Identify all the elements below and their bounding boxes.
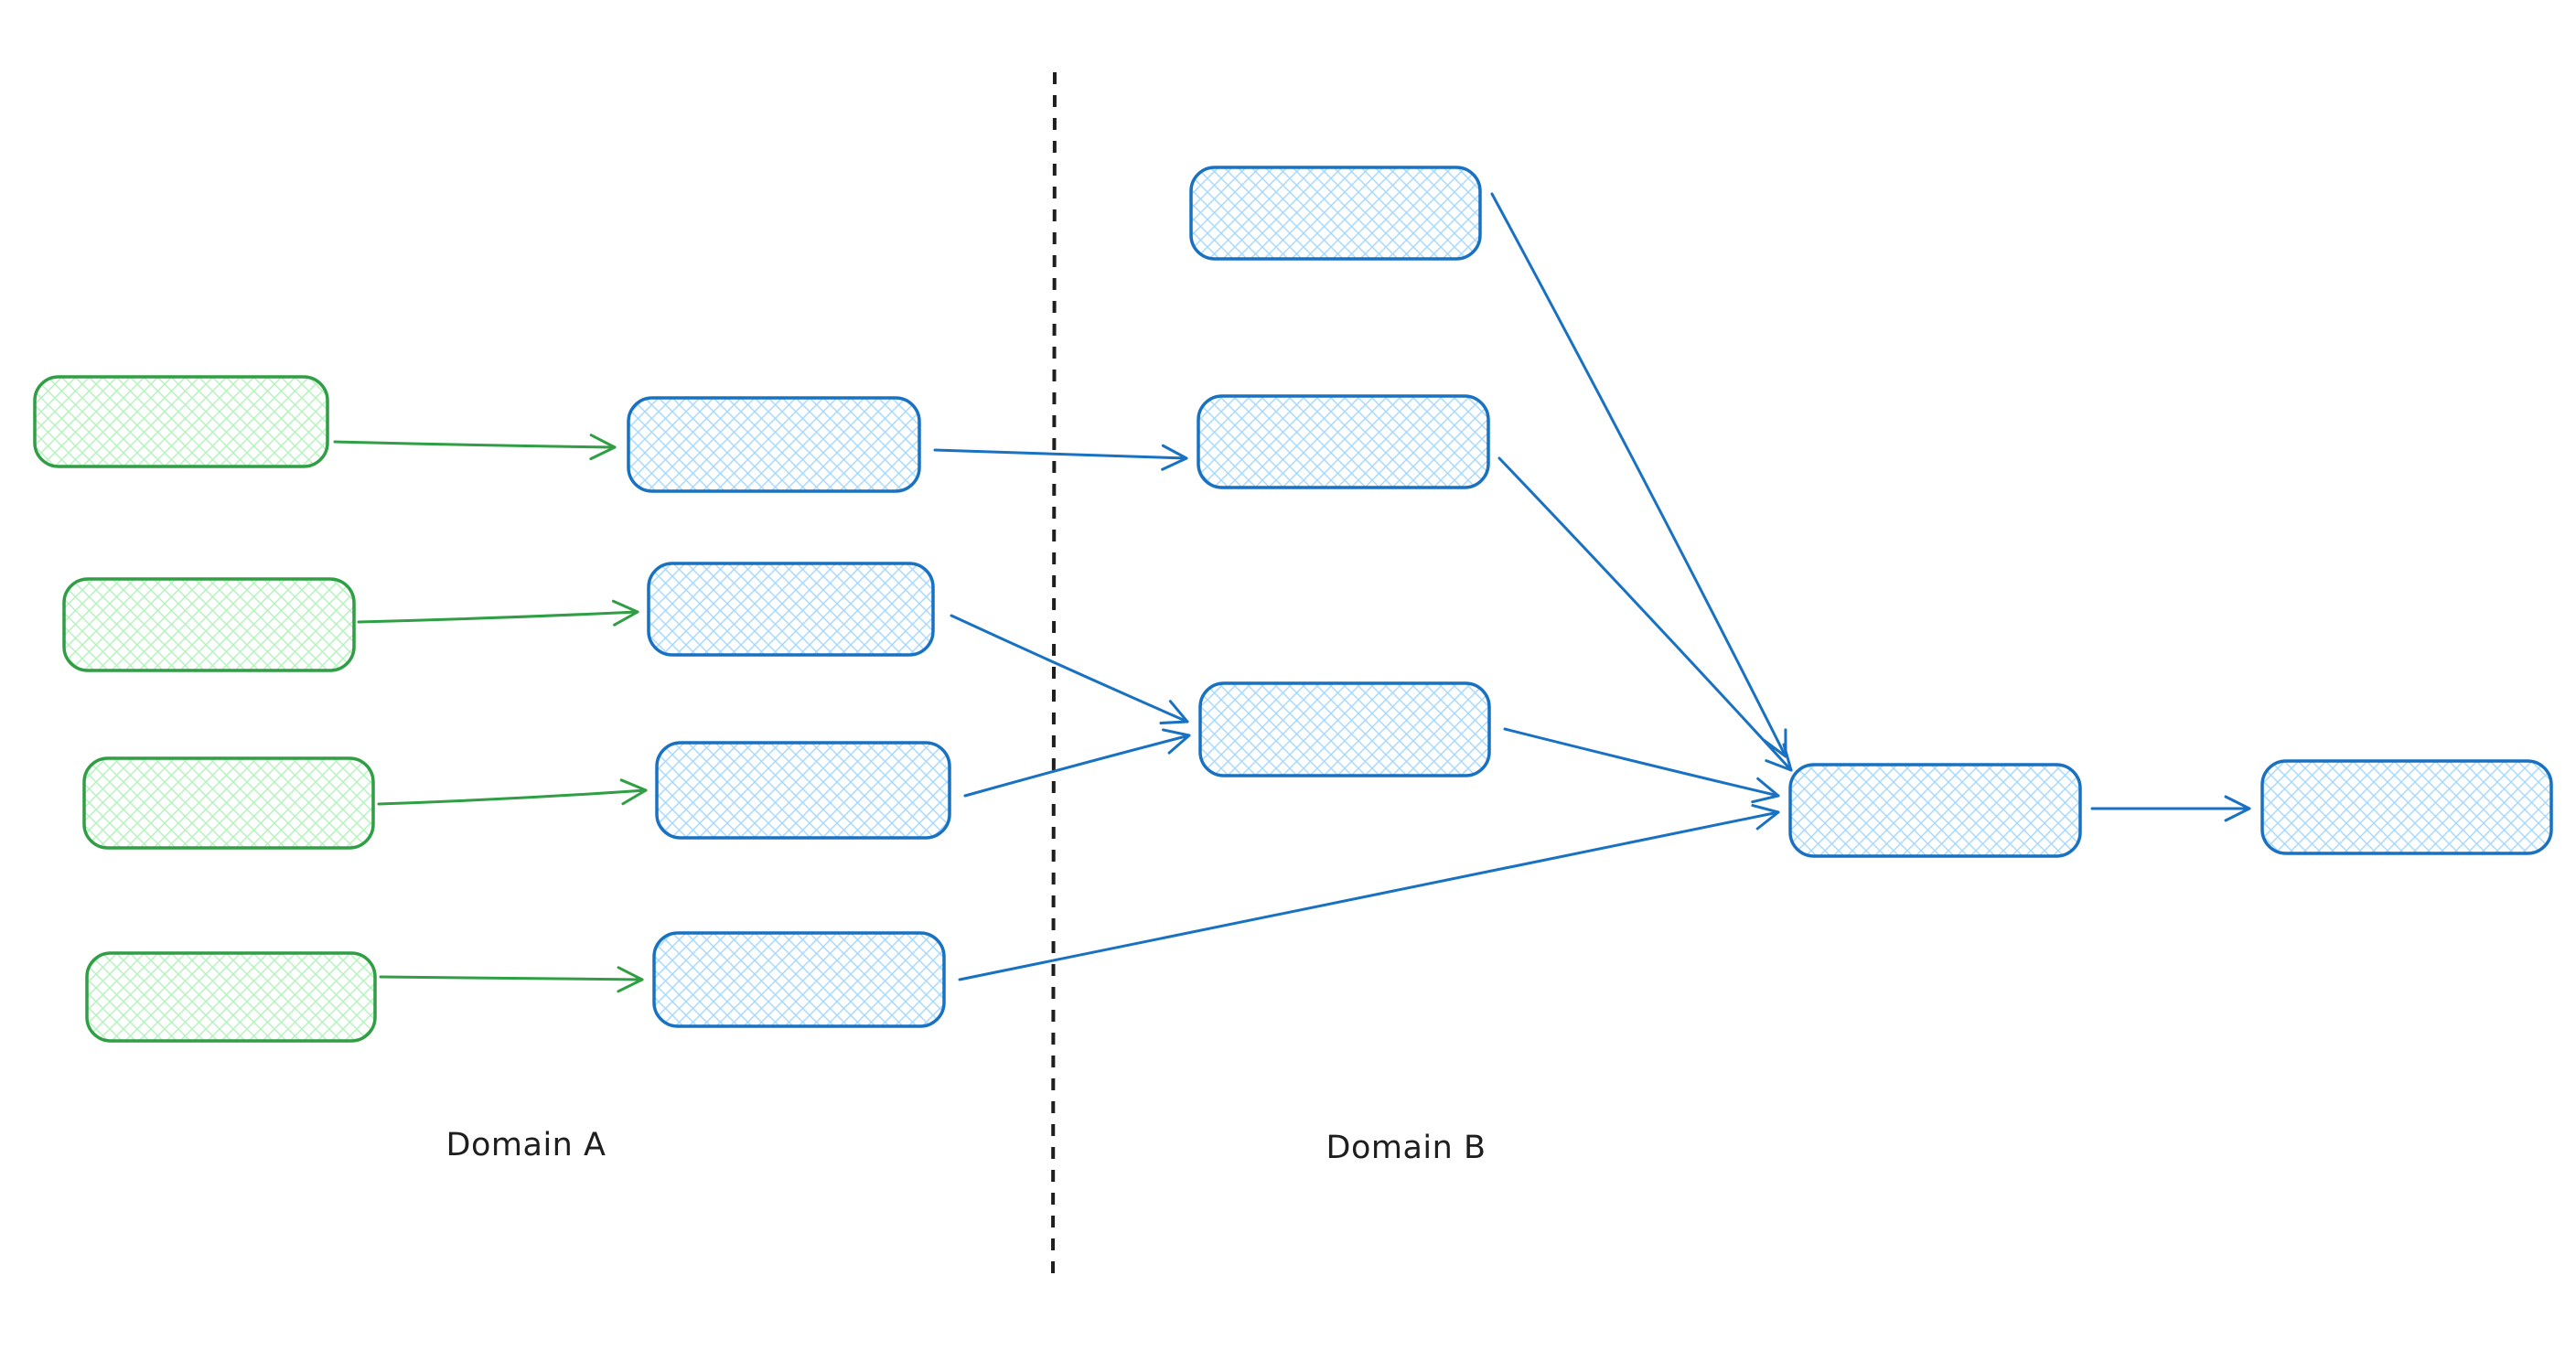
node-blue-a1[interactable]	[627, 396, 921, 493]
arrow-green4-to-a4[interactable]	[379, 966, 644, 993]
arrow-a2-to-b3[interactable]	[950, 614, 1189, 724]
node-blue-a2[interactable]	[647, 562, 935, 657]
node-green-1[interactable]	[33, 375, 329, 468]
node-blue-merge[interactable]	[1788, 763, 2082, 858]
node-blue-b1[interactable]	[1189, 166, 1482, 261]
arrow-b2-to-merge[interactable]	[1497, 456, 1793, 772]
node-green-2[interactable]	[62, 577, 356, 672]
arrow-green1-to-a1[interactable]	[333, 434, 617, 461]
node-blue-a3[interactable]	[655, 741, 951, 840]
arrow-green3-to-a3[interactable]	[377, 778, 648, 806]
node-blue-b3[interactable]	[1198, 681, 1491, 777]
domain-divider-dashed-line[interactable]	[1051, 71, 1057, 1281]
node-blue-b2[interactable]	[1197, 394, 1490, 489]
node-green-3[interactable]	[82, 756, 375, 850]
arrow-b1-to-merge[interactable]	[1490, 192, 1787, 758]
arrow-a1-to-b2[interactable]	[933, 444, 1188, 471]
arrow-green2-to-a2[interactable]	[357, 599, 639, 627]
label-domain-b[interactable]: Domain B	[1326, 1130, 1487, 1166]
arrow-a4-to-merge[interactable]	[958, 804, 1780, 981]
arrow-b3-to-merge[interactable]	[1503, 727, 1780, 804]
arrow-a3-to-b3[interactable]	[963, 728, 1191, 798]
node-blue-final[interactable]	[2260, 759, 2553, 855]
node-green-4[interactable]	[85, 951, 377, 1043]
node-blue-a4[interactable]	[652, 931, 946, 1028]
label-domain-a[interactable]: Domain A	[446, 1127, 606, 1163]
